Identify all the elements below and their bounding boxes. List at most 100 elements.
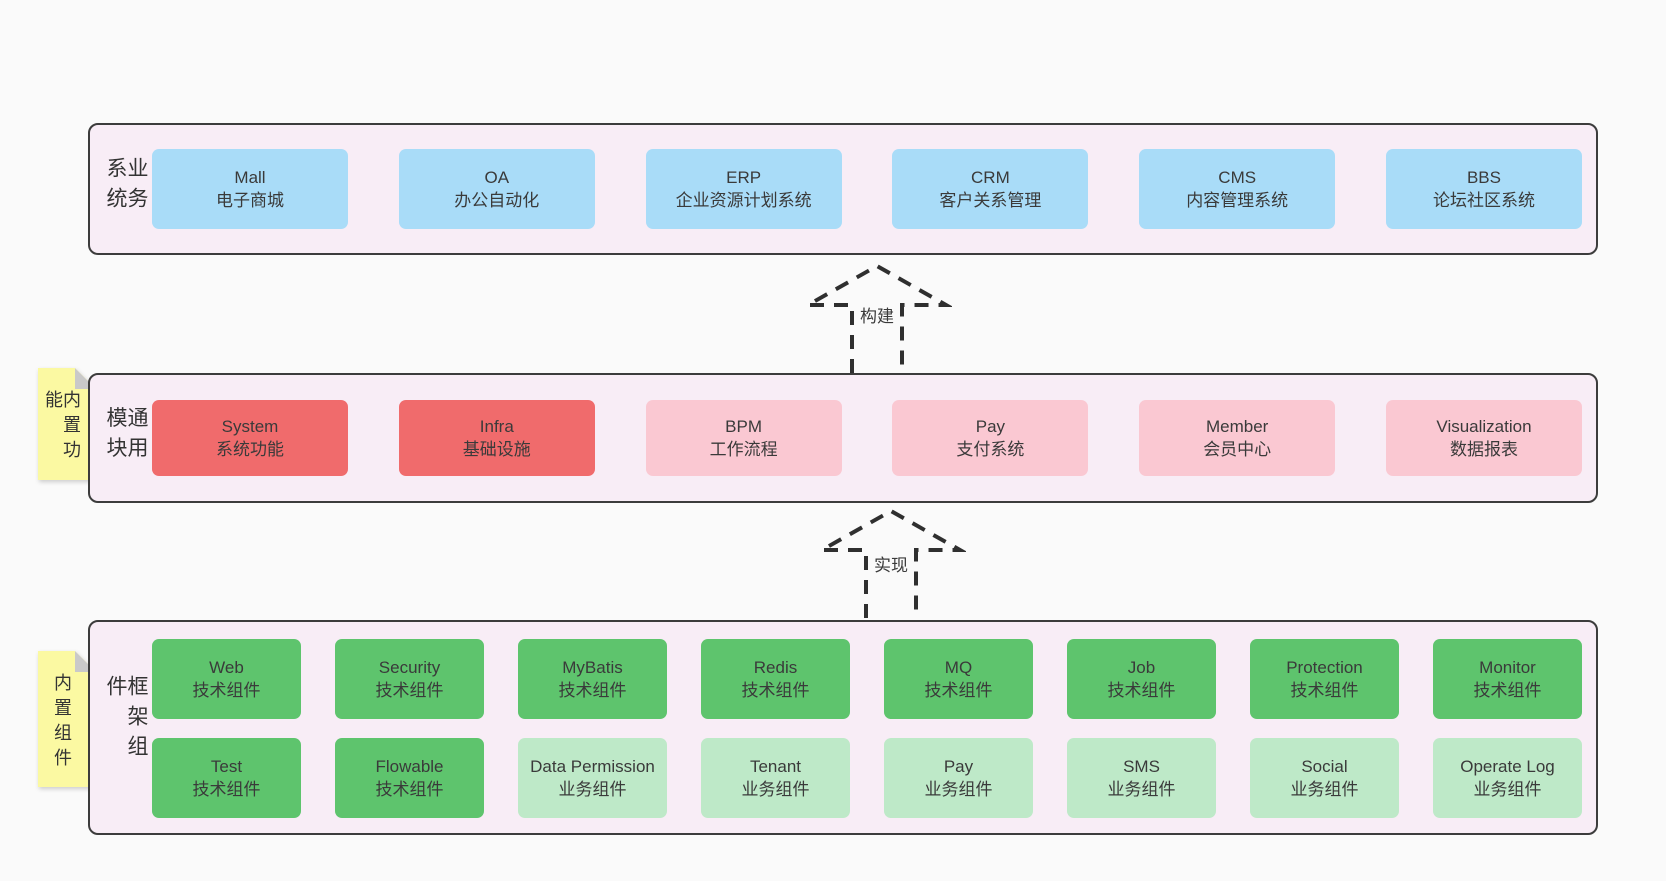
box-protection: Protection 技术组件 <box>1250 639 1399 719</box>
arrow-implement-label: 实现 <box>870 550 912 577</box>
box-title: Infra <box>479 416 514 436</box>
component-rows: Web 技术组件 Security 技术组件 MyBatis 技术组件 Redi… <box>152 639 1582 818</box>
box-subtitle: 技术组件 <box>741 681 810 700</box>
box-social: Social 业务组件 <box>1250 738 1399 818</box>
box-title: Test <box>210 756 243 776</box>
box-title: Member <box>1206 416 1269 436</box>
box-title: Operate Log <box>1460 756 1555 776</box>
box-title: BPM <box>725 416 763 436</box>
arrow-build-label: 构建 <box>856 301 898 328</box>
box-subtitle: 技术组件 <box>192 780 261 799</box>
box-subtitle: 技术组件 <box>1473 681 1542 700</box>
arrow-implement: 实现 <box>816 508 966 618</box>
arrow-build: 构建 <box>802 263 952 373</box>
box-title: Monitor <box>1479 657 1536 677</box>
box-cms: CMS 内容管理系统 <box>1139 149 1336 229</box>
box-title: Mall <box>234 167 266 187</box>
component-row-1: Web 技术组件 Security 技术组件 MyBatis 技术组件 Redi… <box>152 639 1582 719</box>
box-subtitle: 办公自动化 <box>454 191 540 210</box>
box-subtitle: 会员中心 <box>1203 440 1272 459</box>
box-subtitle: 技术组件 <box>1290 681 1359 700</box>
box-title: Pay <box>943 756 974 776</box>
box-infra: Infra 基础设施 <box>398 400 595 476</box>
layer-label-business-systems: 业务系统 <box>104 157 148 217</box>
box-bbs: BBS 论坛社区系统 <box>1385 149 1582 229</box>
box-subtitle: 业务组件 <box>924 780 993 799</box>
box-subtitle: 技术组件 <box>1107 681 1176 700</box>
box-title: SMS <box>1123 756 1160 776</box>
dashed-up-arrow-icon <box>802 263 952 373</box>
module-box-row: System 系统功能 Infra 基础设施 BPM 工作流程 Pay 支付系统… <box>152 375 1582 501</box>
box-title: CRM <box>971 167 1010 187</box>
box-subtitle: 客户关系管理 <box>939 191 1042 210</box>
box-subtitle: 业务组件 <box>558 780 627 799</box>
box-subtitle: 工作流程 <box>709 440 778 459</box>
box-title: Job <box>1127 657 1156 677</box>
box-tenant: Tenant 业务组件 <box>701 738 850 818</box>
box-erp: ERP 企业资源计划系统 <box>645 149 842 229</box>
box-security: Security 技术组件 <box>335 639 484 719</box>
business-box-row: Mall 电子商城 OA 办公自动化 ERP 企业资源计划系统 CRM 客户关系… <box>152 125 1582 253</box>
sticky-note-label: 内置组件 <box>52 673 72 773</box>
box-operate-log: Operate Log 业务组件 <box>1433 738 1582 818</box>
dashed-up-arrow-icon <box>816 508 966 618</box>
box-subtitle: 企业资源计划系统 <box>675 191 812 210</box>
box-subtitle: 技术组件 <box>192 681 261 700</box>
layer-label-framework-components: 框架组件 <box>104 674 148 765</box>
box-flowable: Flowable 技术组件 <box>335 738 484 818</box>
box-data-permission: Data Permission 业务组件 <box>518 738 667 818</box>
box-subtitle: 数据报表 <box>1449 440 1518 459</box>
box-subtitle: 支付系统 <box>956 440 1025 459</box>
box-title: Data Permission <box>530 756 655 776</box>
box-subtitle: 技术组件 <box>375 780 444 799</box>
box-title: CMS <box>1218 167 1257 187</box>
box-subtitle: 电子商城 <box>216 191 284 210</box>
box-title: Social <box>1301 756 1348 776</box>
box-web: Web 技术组件 <box>152 639 301 719</box>
box-subtitle: 技术组件 <box>558 681 627 700</box>
box-sms: SMS 业务组件 <box>1067 738 1216 818</box>
box-subtitle: 内容管理系统 <box>1186 191 1289 210</box>
box-title: MQ <box>944 657 973 677</box>
box-subtitle: 论坛社区系统 <box>1432 191 1535 210</box>
box-job: Job 技术组件 <box>1067 639 1216 719</box>
box-subtitle: 业务组件 <box>1290 780 1359 799</box>
box-mq: MQ 技术组件 <box>884 639 1033 719</box>
box-test: Test 技术组件 <box>152 738 301 818</box>
layer-label-common-modules: 通用模块 <box>104 406 148 467</box>
layer-framework-components: 框架组件 Web 技术组件 Security 技术组件 MyBatis 技术组件… <box>88 620 1598 835</box>
sticky-note-label: 内置功能 <box>43 390 81 465</box>
box-title: MyBatis <box>562 657 623 677</box>
box-title: System <box>221 416 279 436</box>
box-subtitle: 技术组件 <box>924 681 993 700</box>
box-title: BBS <box>1466 167 1501 187</box>
box-system: System 系统功能 <box>152 400 348 476</box>
box-redis: Redis 技术组件 <box>701 639 850 719</box>
box-title: Security <box>378 657 441 677</box>
box-title: Visualization <box>1436 416 1532 436</box>
box-title: Protection <box>1286 657 1363 677</box>
box-pay-component: Pay 业务组件 <box>884 738 1033 818</box>
box-crm: CRM 客户关系管理 <box>892 149 1089 229</box>
box-subtitle: 业务组件 <box>1473 780 1542 799</box>
sticky-note-builtin-features: 内置功能 <box>38 368 96 480</box>
box-subtitle: 系统功能 <box>216 440 284 459</box>
box-subtitle: 技术组件 <box>375 681 444 700</box>
layer-common-modules: 通用模块 System 系统功能 Infra 基础设施 BPM 工作流程 Pay… <box>88 373 1598 503</box>
box-mall: Mall 电子商城 <box>152 149 348 229</box>
box-title: Web <box>209 657 244 677</box>
box-subtitle: 业务组件 <box>1107 780 1176 799</box>
box-monitor: Monitor 技术组件 <box>1433 639 1582 719</box>
box-title: ERP <box>726 167 762 187</box>
box-title: Redis <box>753 657 798 677</box>
box-subtitle: 业务组件 <box>741 780 810 799</box>
box-title: Flowable <box>375 756 444 776</box>
box-title: Pay <box>975 416 1006 436</box>
component-row-2: Test 技术组件 Flowable 技术组件 Data Permission … <box>152 738 1582 818</box>
box-title: Tenant <box>749 756 802 776</box>
layer-business-systems: 业务系统 Mall 电子商城 OA 办公自动化 ERP 企业资源计划系统 CRM… <box>88 123 1598 255</box>
box-bpm: BPM 工作流程 <box>645 400 842 476</box>
box-mybatis: MyBatis 技术组件 <box>518 639 667 719</box>
box-title: OA <box>484 167 510 187</box>
